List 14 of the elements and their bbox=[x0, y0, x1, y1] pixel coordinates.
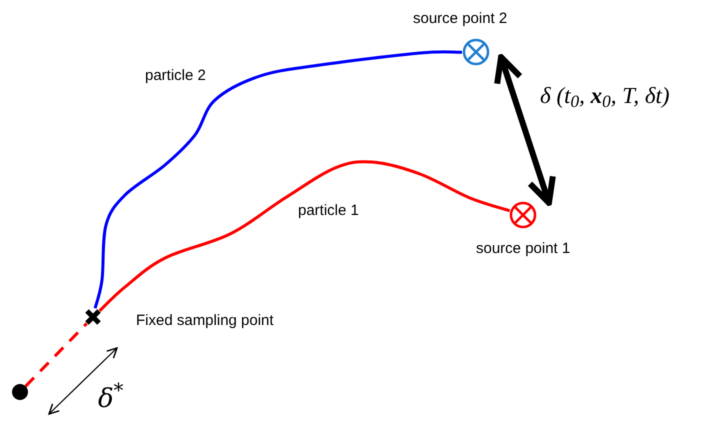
crossed-circle-symbol bbox=[509, 201, 537, 229]
point-label: source point 2 bbox=[413, 9, 508, 29]
trajectory-curve bbox=[94, 50, 462, 309]
crossed-circle-symbol bbox=[462, 38, 490, 66]
point-label: Fixed sampling point bbox=[136, 311, 274, 331]
dot-marker bbox=[12, 384, 28, 400]
double-arrow bbox=[494, 54, 556, 206]
point-label: source point 1 bbox=[476, 239, 570, 259]
trajectory-curve bbox=[98, 160, 510, 312]
cross-marker bbox=[84, 308, 102, 326]
edge-label: particle 2 bbox=[145, 68, 206, 83]
edge-label: particle 1 bbox=[298, 203, 359, 218]
edge-label: δ (t$_{0}$, x$_{0}$, T, δt) bbox=[540, 84, 670, 107]
dashed-connector bbox=[24, 322, 88, 388]
